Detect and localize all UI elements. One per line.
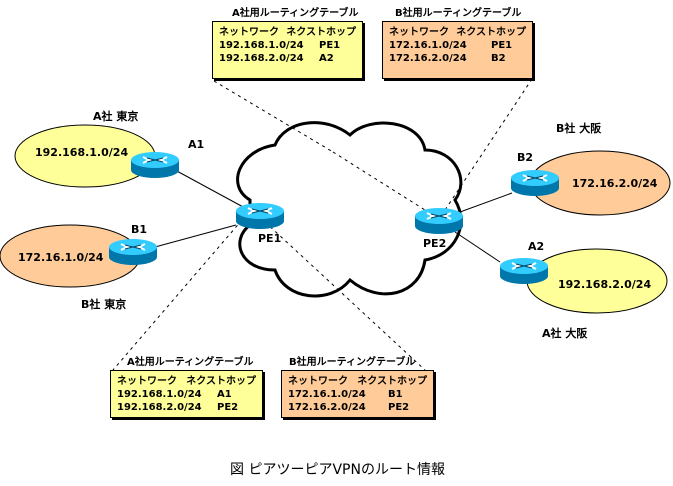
network-b-osaka: 172.16.2.0/24: [572, 177, 658, 190]
router-label-b1: B1: [131, 223, 148, 236]
link-pe2-a2: [454, 231, 501, 263]
site-label-a-osaka: A社 大阪: [542, 327, 588, 340]
figure-caption: 図 ピアツーピアVPNのルート情報: [230, 462, 445, 478]
router-label-a1: A1: [188, 138, 205, 151]
routing-table-title: B社用ルーティングテーブル: [395, 8, 522, 19]
link-b1-pe1: [154, 224, 237, 248]
router-label-pe2: PE2: [423, 237, 447, 250]
site-label-b-tokyo: B社 東京: [81, 298, 127, 311]
router-icon-b2[interactable]: [510, 169, 560, 197]
routing-table-title: A社用ルーティングテーブル: [232, 8, 359, 19]
link-a1-pe1: [174, 169, 246, 209]
routing-table-title: A社用ルーティングテーブル: [127, 357, 254, 368]
leader-line: [444, 78, 533, 211]
site-label-a-tokyo: A社 東京: [93, 110, 139, 123]
table-header: ネットワークネクストホップ: [288, 376, 427, 387]
network-b-tokyo: 172.16.1.0/24: [18, 251, 104, 264]
router-icon-a1[interactable]: [130, 151, 180, 179]
table-header: ネットワークネクストホップ: [117, 376, 256, 387]
router-label-a2: A2: [528, 240, 545, 253]
leader-line: [264, 221, 426, 371]
router-icon-pe2[interactable]: [414, 207, 464, 235]
provider-cloud: [236, 121, 463, 298]
router-icon-pe1[interactable]: [235, 202, 285, 230]
router-label-b2: B2: [517, 151, 534, 164]
router-label-pe1: PE1: [258, 232, 282, 245]
network-a-tokyo: 192.168.1.0/24: [35, 146, 129, 159]
table-header: ネットワークネクストホップ: [219, 27, 356, 38]
router-icon-a2[interactable]: [499, 257, 549, 285]
leader-line: [213, 80, 334, 153]
link-pe2-b2: [459, 192, 513, 213]
table-header: ネットワークネクストホップ: [389, 27, 526, 38]
routing-table-title: B社用ルーティングテーブル: [289, 357, 416, 368]
site-label-b-osaka: B社 大阪: [556, 122, 602, 135]
router-icon-b1[interactable]: [108, 238, 158, 266]
leader-line: [112, 219, 243, 371]
network-a-osaka: 192.168.2.0/24: [558, 278, 652, 291]
